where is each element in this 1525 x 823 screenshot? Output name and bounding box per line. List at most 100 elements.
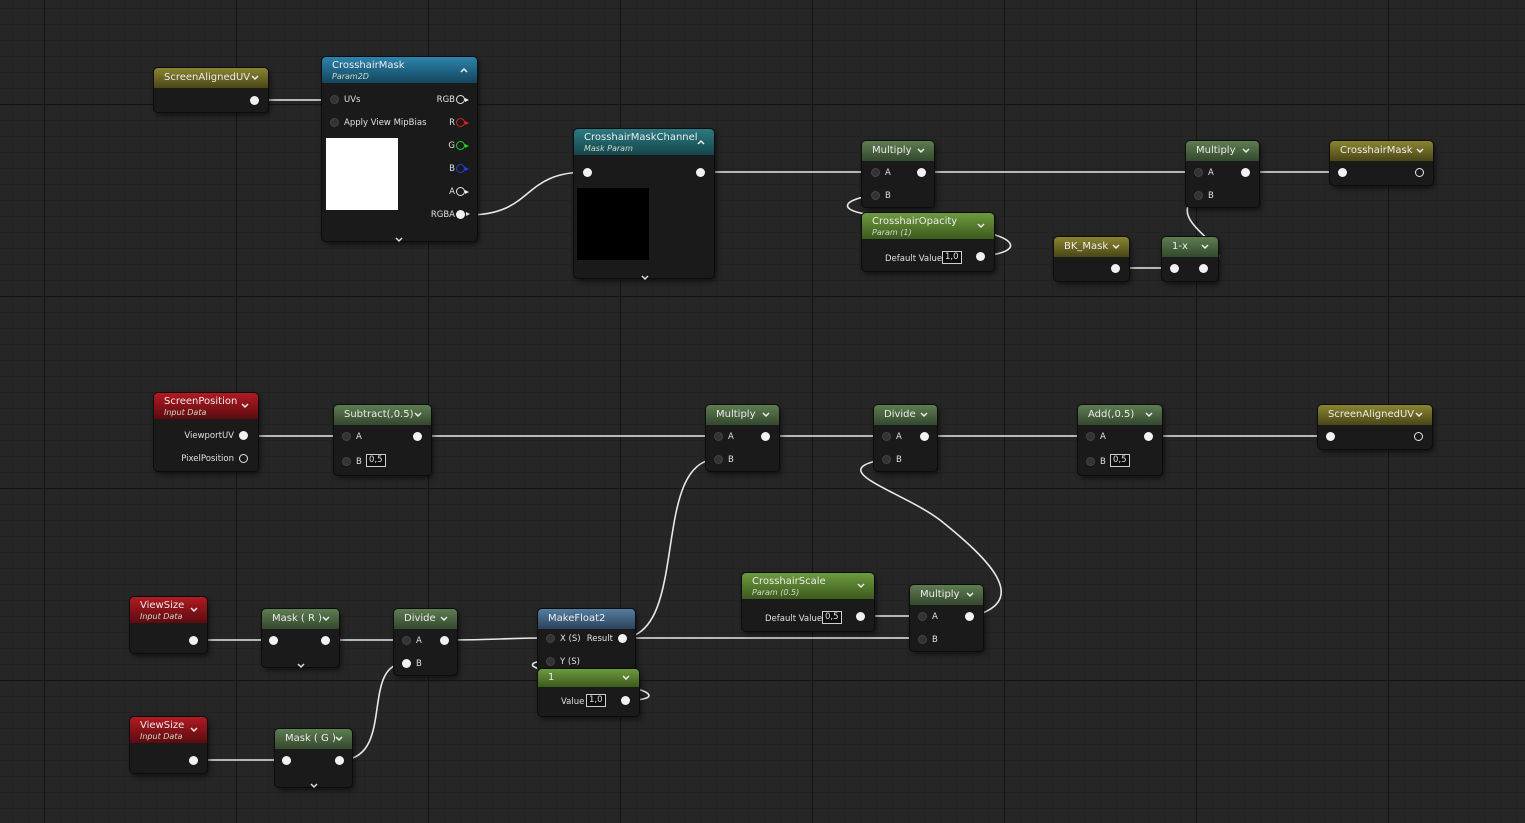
g-output-pin[interactable] (456, 141, 469, 150)
chevron-down-icon[interactable] (1144, 410, 1154, 420)
chevron-down-icon[interactable] (1414, 410, 1424, 420)
a-input-pin[interactable] (402, 636, 411, 645)
a-input-pin[interactable] (342, 432, 351, 441)
chevron-down-icon[interactable] (334, 734, 344, 744)
chevron-down-icon[interactable] (309, 775, 319, 789)
chevron-down-icon[interactable] (965, 590, 975, 600)
input-pin[interactable] (1338, 168, 1347, 177)
a-input-pin[interactable] (918, 612, 927, 621)
b-input-pin[interactable] (402, 659, 411, 668)
output-pin[interactable] (917, 168, 926, 177)
chevron-down-icon[interactable] (919, 410, 929, 420)
chevron-down-icon[interactable] (1111, 242, 1121, 252)
output-pin[interactable] (696, 168, 705, 177)
output-pin[interactable] (1415, 168, 1424, 177)
default-value-field[interactable]: 1,0 (942, 251, 962, 264)
chevron-down-icon[interactable] (189, 725, 199, 735)
default-value-field[interactable]: 0,5 (822, 611, 842, 624)
output-pin[interactable] (1199, 264, 1208, 273)
multiply-node[interactable]: Multiply A B (862, 141, 934, 207)
chevron-down-icon[interactable] (856, 581, 866, 591)
output-pin[interactable] (621, 696, 630, 705)
b-output-pin[interactable] (456, 164, 469, 173)
chevron-down-icon[interactable] (321, 614, 331, 624)
b-value-field[interactable]: 0,5 (1110, 454, 1130, 467)
rgb-output-pin[interactable] (456, 95, 469, 104)
input-pin[interactable] (282, 756, 291, 765)
chevron-down-icon[interactable] (189, 605, 199, 615)
chevron-down-icon[interactable] (621, 673, 631, 683)
crosshair-mask-texture-node[interactable]: CrosshairMask Param2D UVs Apply View Mip… (322, 57, 477, 243)
add-node[interactable]: Add(,0.5) A B 0,5 (1078, 405, 1162, 475)
chevron-down-icon[interactable] (240, 401, 250, 411)
crosshair-opacity-node[interactable]: CrosshairOpacity Param (1) Default Value… (862, 213, 994, 271)
a-input-pin[interactable] (714, 432, 723, 441)
b-input-pin[interactable] (1194, 191, 1203, 200)
input-pin[interactable] (269, 636, 278, 645)
chevron-down-icon[interactable] (1200, 242, 1210, 252)
screen-position-node[interactable]: ScreenPosition Input Data ViewportUV Pix… (154, 393, 258, 471)
output-pin[interactable] (189, 756, 198, 765)
input-pin[interactable] (1326, 432, 1335, 441)
chevron-down-icon[interactable] (640, 267, 650, 281)
mask-g-node[interactable]: Mask ( G ) (275, 729, 352, 789)
divide-node[interactable]: Divide A B (874, 405, 937, 471)
a-input-pin[interactable] (1086, 432, 1095, 441)
chevron-up-icon[interactable] (459, 65, 469, 75)
b-input-pin[interactable] (342, 457, 351, 466)
screen-aligned-uv-node[interactable]: ScreenAlignedUV (154, 68, 268, 112)
screen-aligned-uv-output-node[interactable]: ScreenAlignedUV (1318, 405, 1432, 449)
chevron-down-icon[interactable] (439, 614, 449, 624)
output-pin[interactable] (1414, 432, 1423, 441)
a-input-pin[interactable] (871, 168, 880, 177)
chevron-down-icon[interactable] (1241, 146, 1251, 156)
output-pin[interactable] (965, 612, 974, 621)
one-minus-node[interactable]: 1-x (1162, 237, 1218, 281)
r-output-pin[interactable] (456, 118, 469, 127)
y-input-pin[interactable] (546, 657, 555, 666)
output-pin[interactable] (920, 432, 929, 441)
rgba-output-pin[interactable] (456, 210, 470, 219)
output-pin[interactable] (856, 612, 865, 621)
divide-node[interactable]: Divide A B (394, 609, 457, 675)
chevron-down-icon[interactable] (250, 73, 260, 83)
crosshair-mask-output-node[interactable]: CrosshairMask (1330, 141, 1433, 185)
value-field[interactable]: 1,0 (586, 694, 606, 707)
output-pin[interactable] (440, 636, 449, 645)
b-input-pin[interactable] (1086, 457, 1095, 466)
x-input-pin[interactable] (546, 634, 555, 643)
result-output-pin[interactable] (618, 634, 627, 643)
output-pin[interactable] (335, 756, 344, 765)
chevron-down-icon[interactable] (761, 410, 771, 420)
chevron-down-icon[interactable] (1415, 146, 1425, 156)
viewsize-node[interactable]: ViewSize Input Data (130, 597, 207, 653)
b-input-pin[interactable] (714, 455, 723, 464)
input-pin[interactable] (583, 168, 592, 177)
input-pin[interactable] (1170, 264, 1179, 273)
chevron-down-icon[interactable] (916, 146, 926, 156)
multiply-node[interactable]: Multiply A B (706, 405, 779, 471)
b-input-pin[interactable] (882, 455, 891, 464)
pixel-position-output-pin[interactable] (239, 454, 248, 463)
chevron-down-icon[interactable] (394, 229, 404, 243)
make-float2-node[interactable]: MakeFloat2 X (S) Result Y (S) (538, 609, 635, 671)
b-value-field[interactable]: 0,5 (366, 454, 386, 467)
output-pin[interactable] (321, 636, 330, 645)
chevron-down-icon[interactable] (296, 655, 306, 669)
b-input-pin[interactable] (871, 191, 880, 200)
output-pin[interactable] (976, 252, 985, 261)
a-input-pin[interactable] (882, 432, 891, 441)
chevron-down-icon[interactable] (413, 410, 423, 420)
output-pin[interactable] (1111, 264, 1120, 273)
multiply-node[interactable]: Multiply A B (910, 585, 983, 651)
constant-node[interactable]: 1 Value 1,0 (538, 669, 639, 716)
output-pin[interactable] (1144, 432, 1153, 441)
output-pin[interactable] (189, 636, 198, 645)
output-pin[interactable] (250, 96, 259, 105)
output-pin[interactable] (761, 432, 770, 441)
chevron-down-icon[interactable] (976, 221, 986, 231)
b-input-pin[interactable] (918, 635, 927, 644)
output-pin[interactable] (413, 432, 422, 441)
output-pin[interactable] (1241, 168, 1250, 177)
a-input-pin[interactable] (1194, 168, 1203, 177)
